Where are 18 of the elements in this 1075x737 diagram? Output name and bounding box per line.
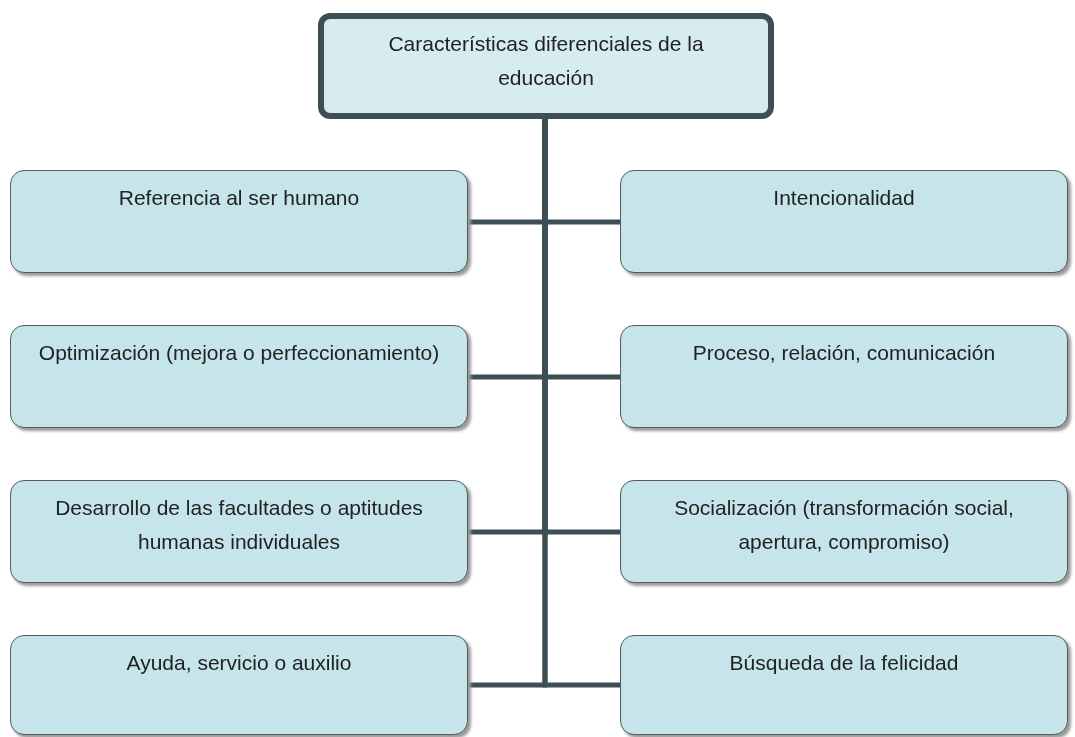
- node-label: Ayuda, servicio o auxilio: [126, 650, 352, 676]
- node-label: Desarrollo de las facultades o aptitudes humanas individuales: [54, 495, 424, 555]
- process-box: [620, 170, 1068, 273]
- node-label: Optimización (mejora o perfeccionamiento): [38, 340, 440, 366]
- process-box: [620, 480, 1068, 583]
- node-label: Búsqueda de la felicidad: [729, 650, 959, 676]
- process-box: [10, 325, 468, 428]
- node-label: Referencia al ser humano: [118, 185, 360, 211]
- process-box: [620, 325, 1068, 428]
- node-label: Proceso, relación, comunicación: [692, 340, 996, 366]
- process-box: [10, 635, 468, 735]
- node-label: Intencionalidad: [773, 185, 915, 211]
- process-box: [10, 480, 468, 583]
- process-box: [10, 170, 468, 273]
- node-label: Socialización (transformación social, apertura, compromiso): [673, 495, 1015, 555]
- node-label: Características diferenciales de la educación: [387, 31, 705, 91]
- title-box: [318, 13, 774, 119]
- process-box: [620, 635, 1068, 735]
